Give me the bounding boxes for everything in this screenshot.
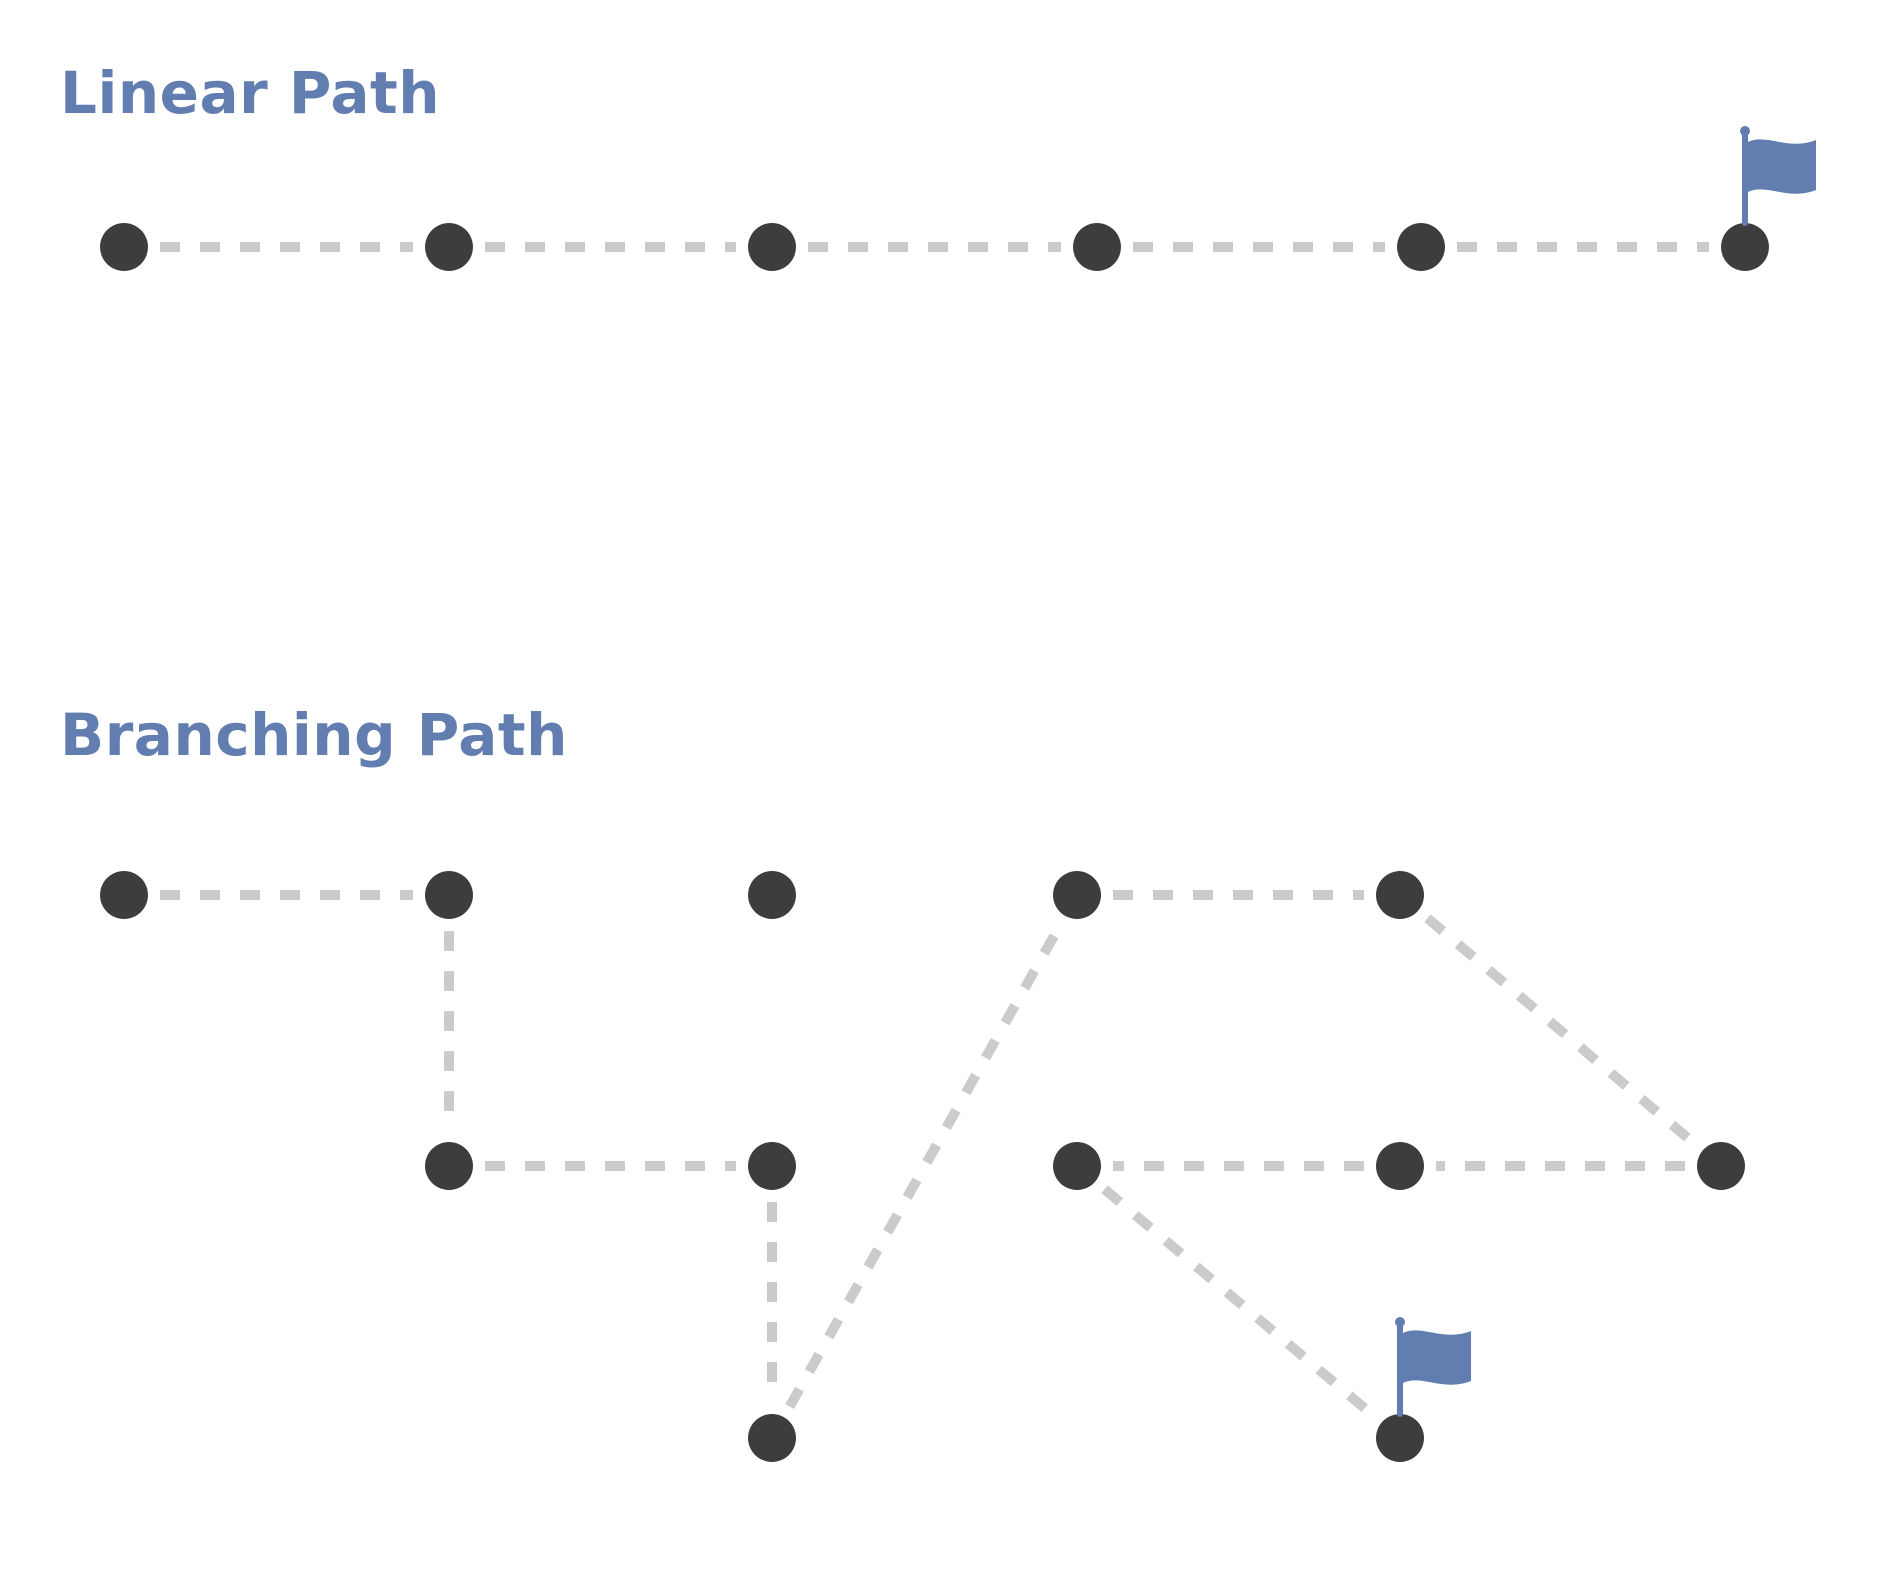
flag-finial [1740,126,1750,136]
linear-path-nodes [100,223,1769,271]
edge-i-d [785,923,1064,1410]
branching-path-flag-icon [1395,1317,1471,1417]
node-a [100,871,148,919]
node-e [425,1142,473,1190]
node-i [748,1414,796,1462]
flag-banner [1403,1330,1471,1385]
edge-k-l [1424,914,1697,1147]
branching-path-nodes [100,871,1745,1462]
node-f [1721,223,1769,271]
node-h [1376,1142,1424,1190]
node-e [1397,223,1445,271]
node-c [748,871,796,919]
node-a [100,223,148,271]
node-b [425,871,473,919]
node-j [1376,1414,1424,1462]
node-f [748,1142,796,1190]
linear-path-flag-icon [1740,126,1816,226]
node-b [425,223,473,271]
section-branching-path: Branching Path [60,701,1745,1462]
edge-g-j [1101,1185,1376,1419]
node-g [1053,1142,1101,1190]
section-linear-path: Linear Path [60,59,1816,271]
branching-path-title: Branching Path [60,701,568,769]
node-d [1053,871,1101,919]
node-k [1376,871,1424,919]
flag-finial [1395,1317,1405,1327]
node-d [1073,223,1121,271]
branching-path-edges [160,890,1697,1419]
linear-path-title: Linear Path [60,59,440,127]
node-l [1697,1142,1745,1190]
flag-banner [1748,139,1816,194]
node-c [748,223,796,271]
